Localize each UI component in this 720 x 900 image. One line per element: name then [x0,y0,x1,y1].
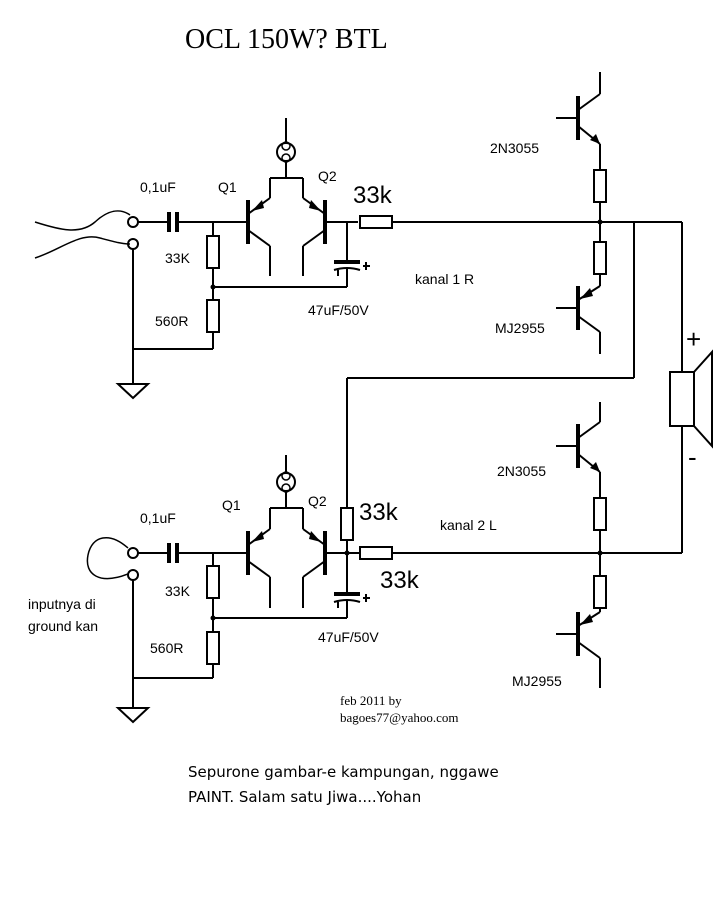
resistor-33K-ch2 [206,565,220,599]
footer-line-1: Sepurone gambar-e kampungan, nggawe [188,763,499,781]
input-capacitor-1 [167,212,179,232]
label-cap-fb-ch1: 47uF/50V [308,302,369,318]
speaker [669,222,713,553]
transistor-MJ2955-ch1 [556,285,601,354]
transistor-q2-ch2 [302,528,327,578]
label-q1-ch2: Q1 [222,497,241,513]
feedback-capacitor-ch2 [333,592,370,608]
transistor-MJ2955-ch2 [556,611,601,688]
emitter-resistor-top-ch2 [593,497,607,531]
label-r-ground-ch1: 560R [155,313,188,329]
emitter-resistor-top-ch1 [593,169,607,203]
input-terminal-1-signal [127,216,139,228]
label-cap-in-ch1: 0,1uF [140,179,176,195]
label-r-bias-ch2: 33K [165,583,191,599]
label-33k-crossover-ch2: 33k [359,499,399,526]
label-q2-ch1: Q2 [318,168,337,184]
label-channel-1: kanal 1 R [415,271,474,287]
input-terminal-2-signal [127,547,139,559]
transistor-2N3055-ch1 [556,72,601,145]
emitter-resistor-bottom-ch2 [593,575,607,609]
label-q1-ch1: Q1 [218,179,237,195]
label-r-ground-ch2: 560R [150,640,183,656]
label-channel-2: kanal 2 L [440,517,497,533]
channel-1 [34,72,682,508]
speaker-minus-label: - [688,442,697,472]
label-2N3055-ch1: 2N3055 [490,140,539,156]
input-loop-ch2 [86,537,129,580]
transistor-2N3055-ch2 [556,402,601,473]
label-input-note-2: ground kan [28,618,98,634]
input-cable-1b [34,236,131,259]
label-MJ2955-ch1: MJ2955 [495,320,545,336]
transistor-q1-ch2 [246,528,271,578]
label-33k-feedback-ch2: 33k [380,567,420,594]
label-MJ2955-ch2: MJ2955 [512,673,562,689]
emitter-resistor-bottom-ch1 [593,241,607,275]
speaker-magnet [669,371,695,427]
label-2N3055-ch2: 2N3055 [497,463,546,479]
resistor-33K-ch1 [206,235,220,269]
resistor-33k-feedback-ch1 [359,215,393,229]
transistor-q1-ch1 [246,197,271,247]
resistor-33k-feedback-ch2 [359,546,393,560]
ground-symbol-1 [115,383,151,400]
credit-line-1: feb 2011 by [340,693,402,708]
resistor-560R-ch1 [206,299,220,333]
label-q2-ch2: Q2 [308,493,327,509]
current-source-ch2 [276,471,296,493]
label-33k-feedback-ch1: 33k [353,182,393,209]
resistor-560R-ch2 [206,631,220,665]
label-r-bias-ch1: 33K [165,250,191,266]
current-source-ch1 [276,141,296,163]
footer-line-2: PAINT. Salam satu Jiwa....Yohan [188,788,421,806]
speaker-plus-label: + [686,324,701,354]
credit-line-2: bagoes77@yahoo.com [340,710,458,725]
label-cap-in-ch2: 0,1uF [140,510,176,526]
speaker-cone [693,349,713,449]
resistor-33k-crossover-ch2 [340,507,354,541]
label-input-note-1: inputnya di [28,596,96,612]
feedback-capacitor-ch1 [333,260,370,276]
input-terminal-2-ground [127,569,139,581]
diagram-title: OCL 150W? BTL [185,24,388,55]
label-cap-fb-ch2: 47uF/50V [318,629,379,645]
input-cable-1a [34,210,131,231]
transistor-q2-ch1 [302,197,327,247]
channel-2 [86,402,682,724]
input-capacitor-2 [167,543,179,563]
ground-symbol-2 [115,707,151,724]
